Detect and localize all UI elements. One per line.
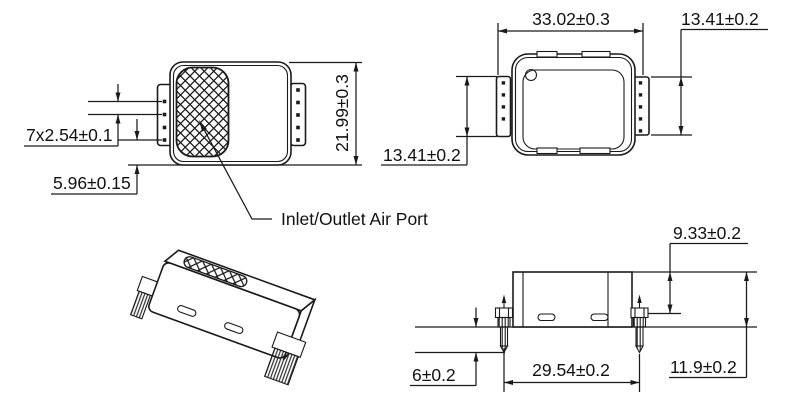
dimension-top-width: 33.02±0.3 [497, 9, 644, 75]
side-body-outline [512, 271, 633, 328]
cavity-corner-detail [524, 68, 538, 82]
top-edge-tabs [536, 50, 611, 155]
iso-right-pins [263, 331, 307, 386]
front-body-inner-line [172, 64, 289, 163]
dimension-side-overall-height: 11.9±0.2 [669, 272, 749, 379]
dim-front-pitch: 7x2.54±0.1 [26, 125, 112, 145]
air-port-callout: Inlet/Outlet Air Port [199, 120, 428, 229]
dimension-side-pin-span: 29.54±0.2 [503, 348, 641, 392]
front-view: 7x2.54±0.1 5.96±0.15 21.99±0.3 [24, 61, 362, 195]
dim-side-pin-span: 29.54±0.2 [532, 360, 610, 380]
leader-arrowhead [199, 120, 207, 132]
dim-front-height: 21.99±0.3 [332, 74, 352, 152]
side-right-pin [630, 294, 649, 354]
iso-slot [177, 305, 197, 317]
dimension-standoff: 5.96±0.15 [51, 119, 140, 195]
dim-top-width: 33.02±0.3 [532, 9, 610, 29]
iso-front-face [148, 262, 301, 359]
dimension-top-connector-left: 13.41±0.2 [381, 75, 497, 166]
dimension-front-height: 21.99±0.3 [332, 62, 359, 165]
iso-slot [224, 322, 244, 335]
dimension-side-pin-protrusion: 6±0.2 [410, 307, 479, 387]
top-left-pin-dots [501, 81, 506, 121]
dim-side-pin-protrusion: 6±0.2 [412, 365, 456, 385]
front-right-pin-dots [296, 88, 300, 142]
air-port-label: Inlet/Outlet Air Port [281, 209, 428, 229]
front-left-pin-dots [162, 99, 167, 142]
isometric-view [129, 249, 317, 386]
top-cavity-outline [522, 69, 625, 150]
leader-line [203, 129, 272, 220]
air-port-hatch [175, 66, 230, 158]
dim-side-overall-height: 11.9±0.2 [670, 357, 737, 377]
top-right-pin-dots [638, 81, 643, 133]
dim-side-body-height: 9.33±0.2 [673, 223, 741, 243]
side-slot [590, 313, 609, 322]
top-body-inner-line [514, 56, 633, 153]
side-view: 9.33±0.2 11.9±0.2 29.54±0.2 6±0.2 [410, 223, 757, 392]
dim-top-connector-right: 13.41±0.2 [681, 9, 759, 29]
dim-front-standoff: 5.96±0.15 [53, 173, 131, 193]
dimension-side-body-height: 9.33±0.2 [648, 223, 748, 315]
dimension-pin-pitch: 7x2.54±0.1 [24, 84, 162, 147]
dim-top-connector-left: 13.41±0.2 [383, 145, 461, 165]
side-slot [537, 313, 556, 322]
iso-air-port-hatch [183, 256, 248, 288]
top-view: 33.02±0.3 13.41±0.2 13.41±0.2 [381, 9, 768, 166]
dimension-top-connector-right: 13.41±0.2 [651, 9, 768, 136]
iso-left-pins [129, 275, 160, 320]
